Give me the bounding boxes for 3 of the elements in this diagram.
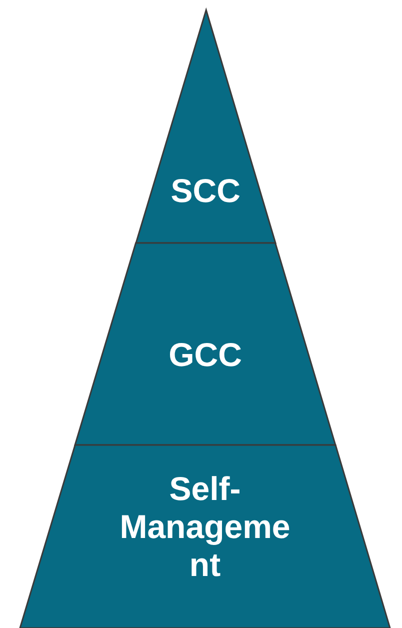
tier-label: GCC: [168, 336, 243, 374]
tier-label: Self-Management: [118, 470, 292, 584]
tier-label: SCC: [170, 172, 242, 210]
